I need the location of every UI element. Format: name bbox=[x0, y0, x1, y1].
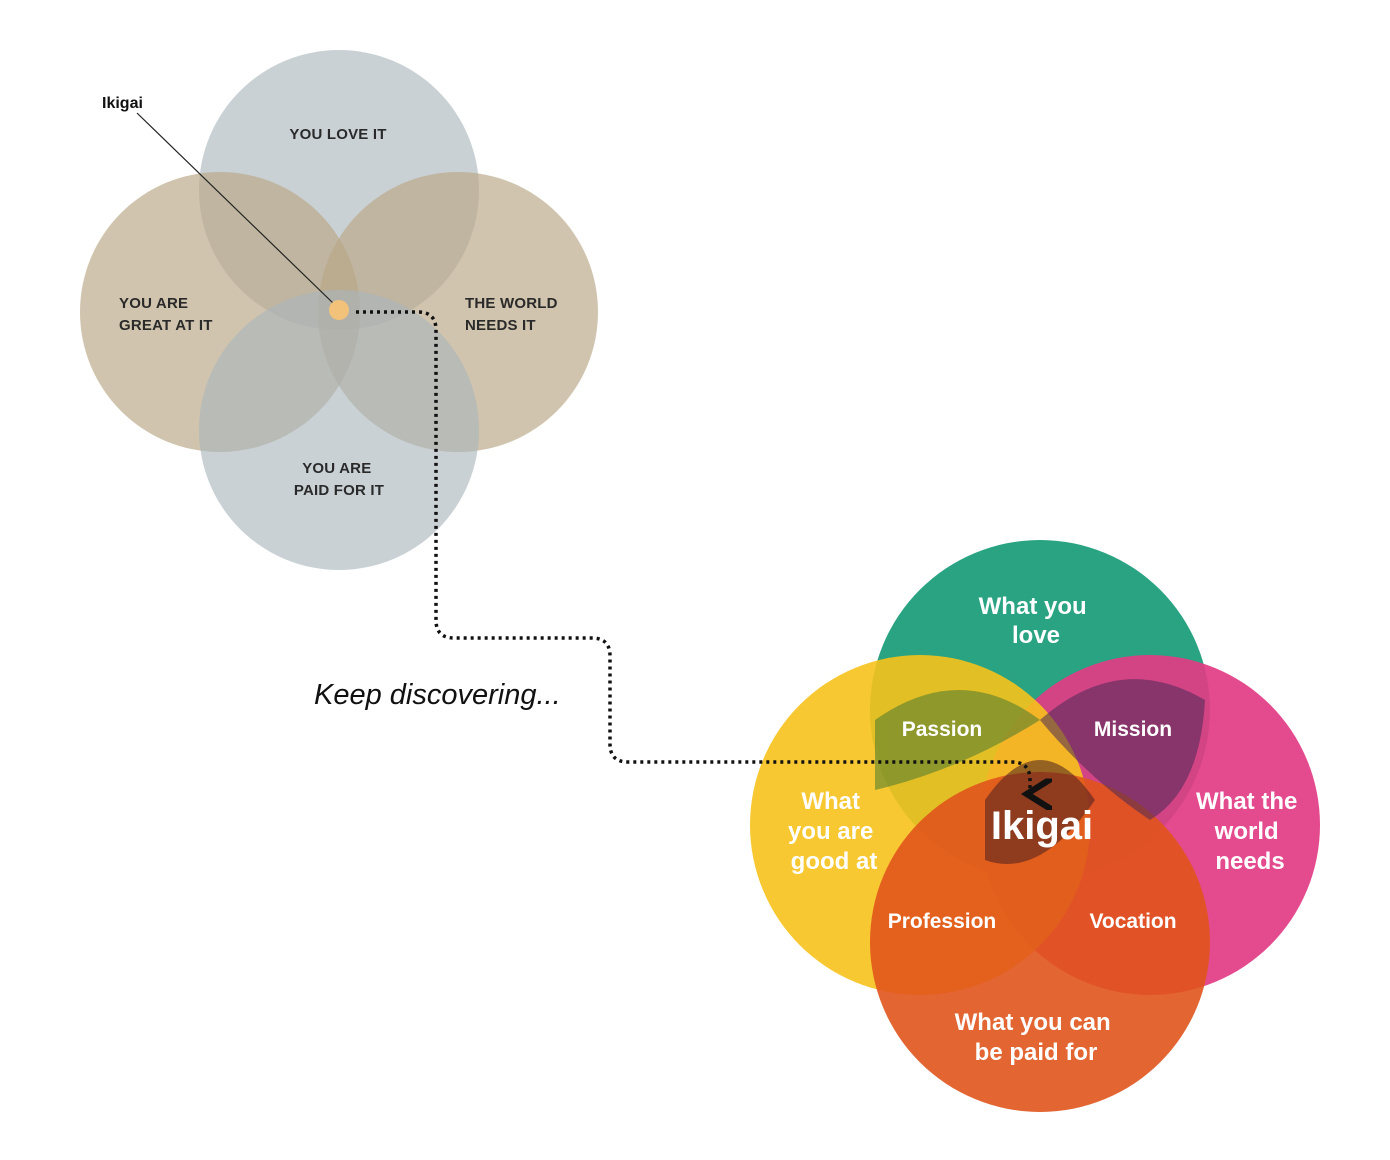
keep-discovering-caption: Keep discovering... bbox=[314, 679, 561, 711]
overlap-label-passion: Passion bbox=[902, 718, 983, 741]
ikigai-callout-line bbox=[136, 112, 335, 305]
overlap-label-mission: Mission bbox=[1094, 718, 1172, 741]
label-you-are-great-at-it: YOU ARE GREAT AT IT bbox=[119, 295, 213, 334]
label-line: What you can bbox=[955, 1009, 1111, 1036]
label-what-you-can-be-paid-for: What you can be paid for bbox=[955, 1009, 1118, 1066]
overlap-shading bbox=[875, 679, 1205, 864]
ikigai-callout-label: Ikigai bbox=[102, 95, 143, 112]
label-line: YOU ARE bbox=[119, 295, 188, 312]
label-line: world bbox=[1214, 818, 1279, 845]
overlap-top-left bbox=[875, 690, 1040, 790]
label-line: What the bbox=[1196, 788, 1297, 815]
label-line: love bbox=[1012, 622, 1060, 649]
label-line: THE WORLD bbox=[465, 295, 558, 312]
overlap-top-right bbox=[1040, 679, 1205, 820]
diagram-a: Ikigai YOU LOVE IT YOU ARE GREAT AT IT T… bbox=[80, 50, 598, 570]
dotted-connector-path bbox=[356, 310, 1030, 794]
label-what-you-are-good-at: What you are good at bbox=[788, 788, 880, 875]
label-line: PAID FOR IT bbox=[294, 482, 384, 499]
label-line: What you bbox=[979, 593, 1087, 620]
overlap-label-profession: Profession bbox=[888, 910, 997, 933]
label-what-you-love: What you love bbox=[979, 593, 1094, 649]
label-line: good at bbox=[791, 848, 878, 875]
label-line: be paid for bbox=[975, 1039, 1098, 1066]
label-what-the-world-needs: What the world needs bbox=[1196, 788, 1304, 875]
label-line: GREAT AT IT bbox=[119, 317, 213, 334]
label-line: YOU ARE bbox=[302, 460, 371, 477]
label-line: needs bbox=[1215, 848, 1284, 875]
center-label-ikigai: Ikigai bbox=[991, 804, 1093, 848]
label-line: you are bbox=[788, 818, 873, 845]
label-line: YOU LOVE IT bbox=[289, 126, 386, 143]
overlap-label-vocation: Vocation bbox=[1089, 910, 1176, 933]
diagram-b: What you love What you are good at What … bbox=[750, 540, 1320, 1112]
ikigai-center-dot bbox=[329, 300, 349, 320]
label-you-are-paid-for-it: YOU ARE PAID FOR IT bbox=[294, 460, 384, 499]
label-you-love-it: YOU LOVE IT bbox=[289, 126, 386, 143]
label-line: What bbox=[801, 788, 860, 815]
circle-you-are-paid-for-it bbox=[199, 290, 479, 570]
label-line: NEEDS IT bbox=[465, 317, 536, 334]
circle-what-you-can-be-paid-for bbox=[870, 772, 1210, 1112]
overlap-center bbox=[985, 760, 1095, 864]
label-the-world-needs-it: THE WORLD NEEDS IT bbox=[465, 295, 562, 334]
